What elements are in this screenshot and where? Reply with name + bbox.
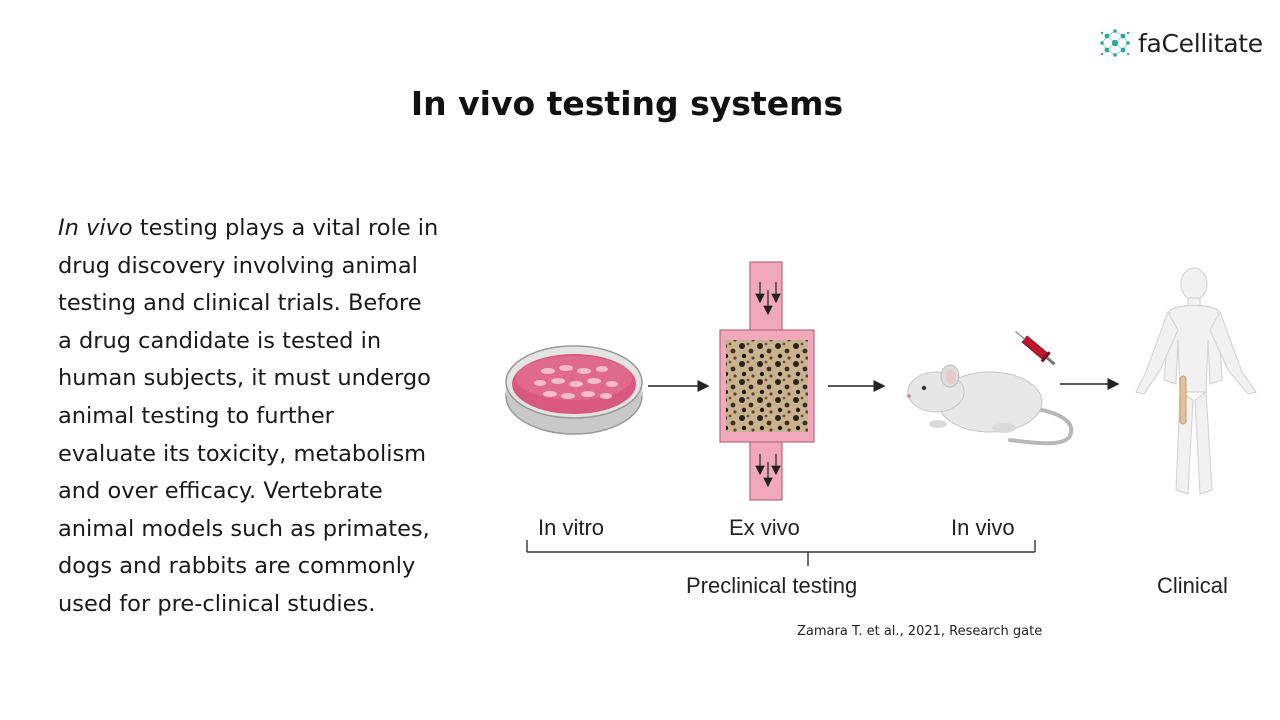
body-line-1: In vivo testing plays a vital role in (58, 210, 458, 248)
ex-vivo-chamber-icon (719, 261, 815, 501)
body-line: animal models such as primates, (58, 515, 430, 542)
label-in-vitro: In vitro (538, 515, 605, 540)
citation: Zamara T. et al., 2021, Research gate (797, 624, 1043, 639)
slide-title: In vivo testing systems (410, 84, 844, 123)
body-line: human subjects, it must undergo (58, 365, 431, 392)
human-figure-icon (1135, 267, 1257, 495)
body-line: drug discovery involving animal (58, 252, 418, 279)
label-ex-vivo: Ex vivo (729, 515, 800, 540)
label-in-vivo: In vivo (951, 515, 1015, 540)
preclinical-bracket (526, 540, 1036, 566)
body-paragraph: In vivo testing plays a vital role in dr… (58, 210, 458, 624)
body-line: evaluate its toxicity, metabolism (58, 440, 427, 467)
petri-dish-icon (505, 345, 643, 435)
body-line: used for pre-clinical studies. (58, 590, 376, 617)
brand-name: faCellitate (1138, 28, 1263, 58)
body-line-1-rest: testing plays a vital role in (132, 215, 439, 241)
label-clinical: Clinical (1157, 573, 1228, 598)
brand-logo: faCellitate (1098, 26, 1263, 60)
body-line: dogs and rabbits are commonly (58, 553, 416, 580)
body-line: a drug candidate is tested in (58, 327, 382, 354)
label-preclinical-testing: Preclinical testing (686, 573, 858, 598)
mouse-icon (907, 364, 1074, 446)
body-line: and over efficacy. Vertebrate (58, 478, 383, 505)
body-line: animal testing to further (58, 402, 334, 429)
body-line: testing and clinical trials. Before (58, 290, 422, 317)
cell-network-icon (1100, 29, 1130, 57)
body-lead-italic: In vivo (58, 215, 133, 241)
syringe-icon (1015, 330, 1056, 366)
